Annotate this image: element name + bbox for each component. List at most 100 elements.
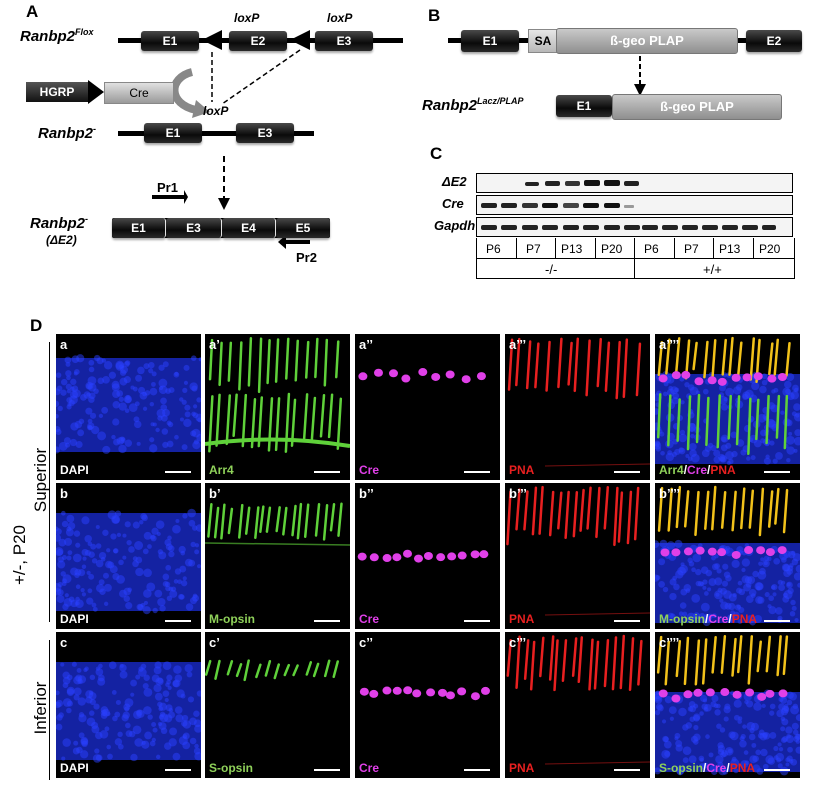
micrograph-image xyxy=(205,337,350,453)
micrograph-c-3: c’’’PNA xyxy=(505,632,650,778)
beta-geo-plap-box-2: ß-geo PLAP xyxy=(612,94,782,120)
channel-name: Arr4 xyxy=(659,463,684,477)
age-label: P13 xyxy=(719,242,741,256)
tile-letter: c’ xyxy=(209,635,220,650)
gel-table-cell-divider xyxy=(674,238,675,258)
ranbp2-flox-label: Ranbp2Flox xyxy=(20,27,94,45)
micrograph-image xyxy=(506,485,650,616)
superior-bracket xyxy=(49,342,50,622)
micrograph-b-3: b’’’ PNA xyxy=(505,483,650,629)
scale-bar xyxy=(764,471,790,473)
scale-bar xyxy=(464,620,490,622)
minus-allele-line xyxy=(118,131,314,136)
channel-name: Cre xyxy=(359,463,380,477)
age-label: P7 xyxy=(684,242,699,256)
channel-name: / xyxy=(707,463,711,477)
tile-letter: c’’’’ xyxy=(659,635,680,650)
superior-label: Superior xyxy=(31,447,50,513)
channel-name: / xyxy=(705,612,709,626)
tile-letter: b’’’ xyxy=(509,486,527,501)
loxp-arrow-1 xyxy=(202,30,222,50)
channel-label: DAPI xyxy=(60,463,89,477)
channel-label: DAPI xyxy=(60,761,89,775)
age-label: P6 xyxy=(644,242,659,256)
gel-strip-cre xyxy=(476,195,793,215)
channel-name: PNA xyxy=(731,612,758,626)
panel-letter-b: B xyxy=(428,6,441,25)
channel-label: Arr4/Cre/PNA xyxy=(659,463,736,477)
beta-geo-plap-box: ß-geo PLAP xyxy=(556,28,738,54)
tile-letter: c xyxy=(60,635,68,650)
channel-name: / xyxy=(683,463,688,477)
micrograph-a-1: a’Arr4 xyxy=(205,334,350,480)
channel-name: PNA xyxy=(509,612,535,626)
gel-table-cell-divider xyxy=(555,238,556,258)
tile-letter: a’’ xyxy=(359,337,373,352)
channel-name: PNA xyxy=(509,761,535,775)
genotype-wildtype: +/+ xyxy=(703,262,722,277)
channel-name: DAPI xyxy=(60,761,89,775)
channel-label: Cre xyxy=(359,612,379,626)
tile-letter: b’’’’ xyxy=(659,486,680,501)
primer-pr1-label: Pr1 xyxy=(157,180,178,195)
tile-letter: b’’ xyxy=(359,486,374,501)
channel-name: Cre xyxy=(708,612,729,626)
gene-name: Ranbp2 xyxy=(30,215,86,232)
loxp-label-1: loxP xyxy=(234,11,260,25)
exon-e2-top: E2 xyxy=(229,31,287,51)
splice-acceptor-box: SA xyxy=(528,29,558,53)
micrograph-image xyxy=(655,336,800,465)
loxp-label-3: loxP xyxy=(203,104,229,118)
scale-bar xyxy=(165,471,191,473)
exon-e5-bottom: E5 xyxy=(276,218,330,238)
tile-letter: a’’’’ xyxy=(659,337,680,352)
channel-label: Cre xyxy=(359,761,379,775)
hgrp-promoter: HGRP xyxy=(26,82,88,102)
exon-e4-bottom: E4 xyxy=(222,218,276,238)
loxp-arrow-2 xyxy=(290,30,310,50)
gene-superscript: - xyxy=(93,124,97,134)
gel-strip-gapdh xyxy=(476,217,793,237)
age-label: P20 xyxy=(601,242,623,256)
gene-superscript: Flox xyxy=(75,27,94,37)
age-label: P6 xyxy=(486,242,501,256)
channel-label: PNA xyxy=(509,612,534,626)
gel-row-label-delta: ΔE2 xyxy=(442,174,467,189)
exon-e1-b: E1 xyxy=(461,30,519,52)
genotype-age-label: +/-, P20 xyxy=(10,525,29,586)
exon-e3-mid: E3 xyxy=(236,123,294,143)
tile-letter: b’ xyxy=(209,486,221,501)
channel-label: PNA xyxy=(509,761,534,775)
inferior-label: Inferior xyxy=(31,681,50,735)
channel-label: Arr4 xyxy=(209,463,234,477)
channel-name: / xyxy=(703,761,707,775)
gel-table-cell-divider xyxy=(753,238,754,258)
channel-name: Arr4 xyxy=(209,463,234,477)
micrograph-image xyxy=(56,508,201,615)
cre-box: Cre xyxy=(104,82,174,104)
channel-name: S-opsin xyxy=(209,761,253,775)
scale-bar xyxy=(165,620,191,622)
channel-label: M-opsin xyxy=(209,612,255,626)
micrograph-image xyxy=(56,354,201,454)
scale-bar xyxy=(314,769,340,771)
micrograph-image xyxy=(655,635,800,776)
gel-table-genotype-divider xyxy=(634,238,635,279)
micrograph-a-2: a’’ Cre xyxy=(355,334,500,480)
channel-name: Cre xyxy=(359,612,380,626)
gel-strip-delta-e2 xyxy=(476,173,793,193)
genotype-knockout: -/- xyxy=(545,262,558,277)
inferior-bracket xyxy=(49,640,50,780)
scale-bar xyxy=(464,471,490,473)
age-label: P7 xyxy=(526,242,541,256)
gel-table-cell-divider xyxy=(516,238,517,258)
micrograph-b-2: b’’ Cre xyxy=(355,483,500,629)
channel-name: PNA xyxy=(710,463,736,477)
micrograph-b-1: b’ M-opsin xyxy=(205,483,350,629)
channel-label: DAPI xyxy=(60,612,89,626)
primer-pr2-label: Pr2 xyxy=(296,250,317,265)
age-label: P13 xyxy=(561,242,583,256)
micrograph-image xyxy=(205,502,350,546)
exon-e1-b2: E1 xyxy=(556,95,612,117)
